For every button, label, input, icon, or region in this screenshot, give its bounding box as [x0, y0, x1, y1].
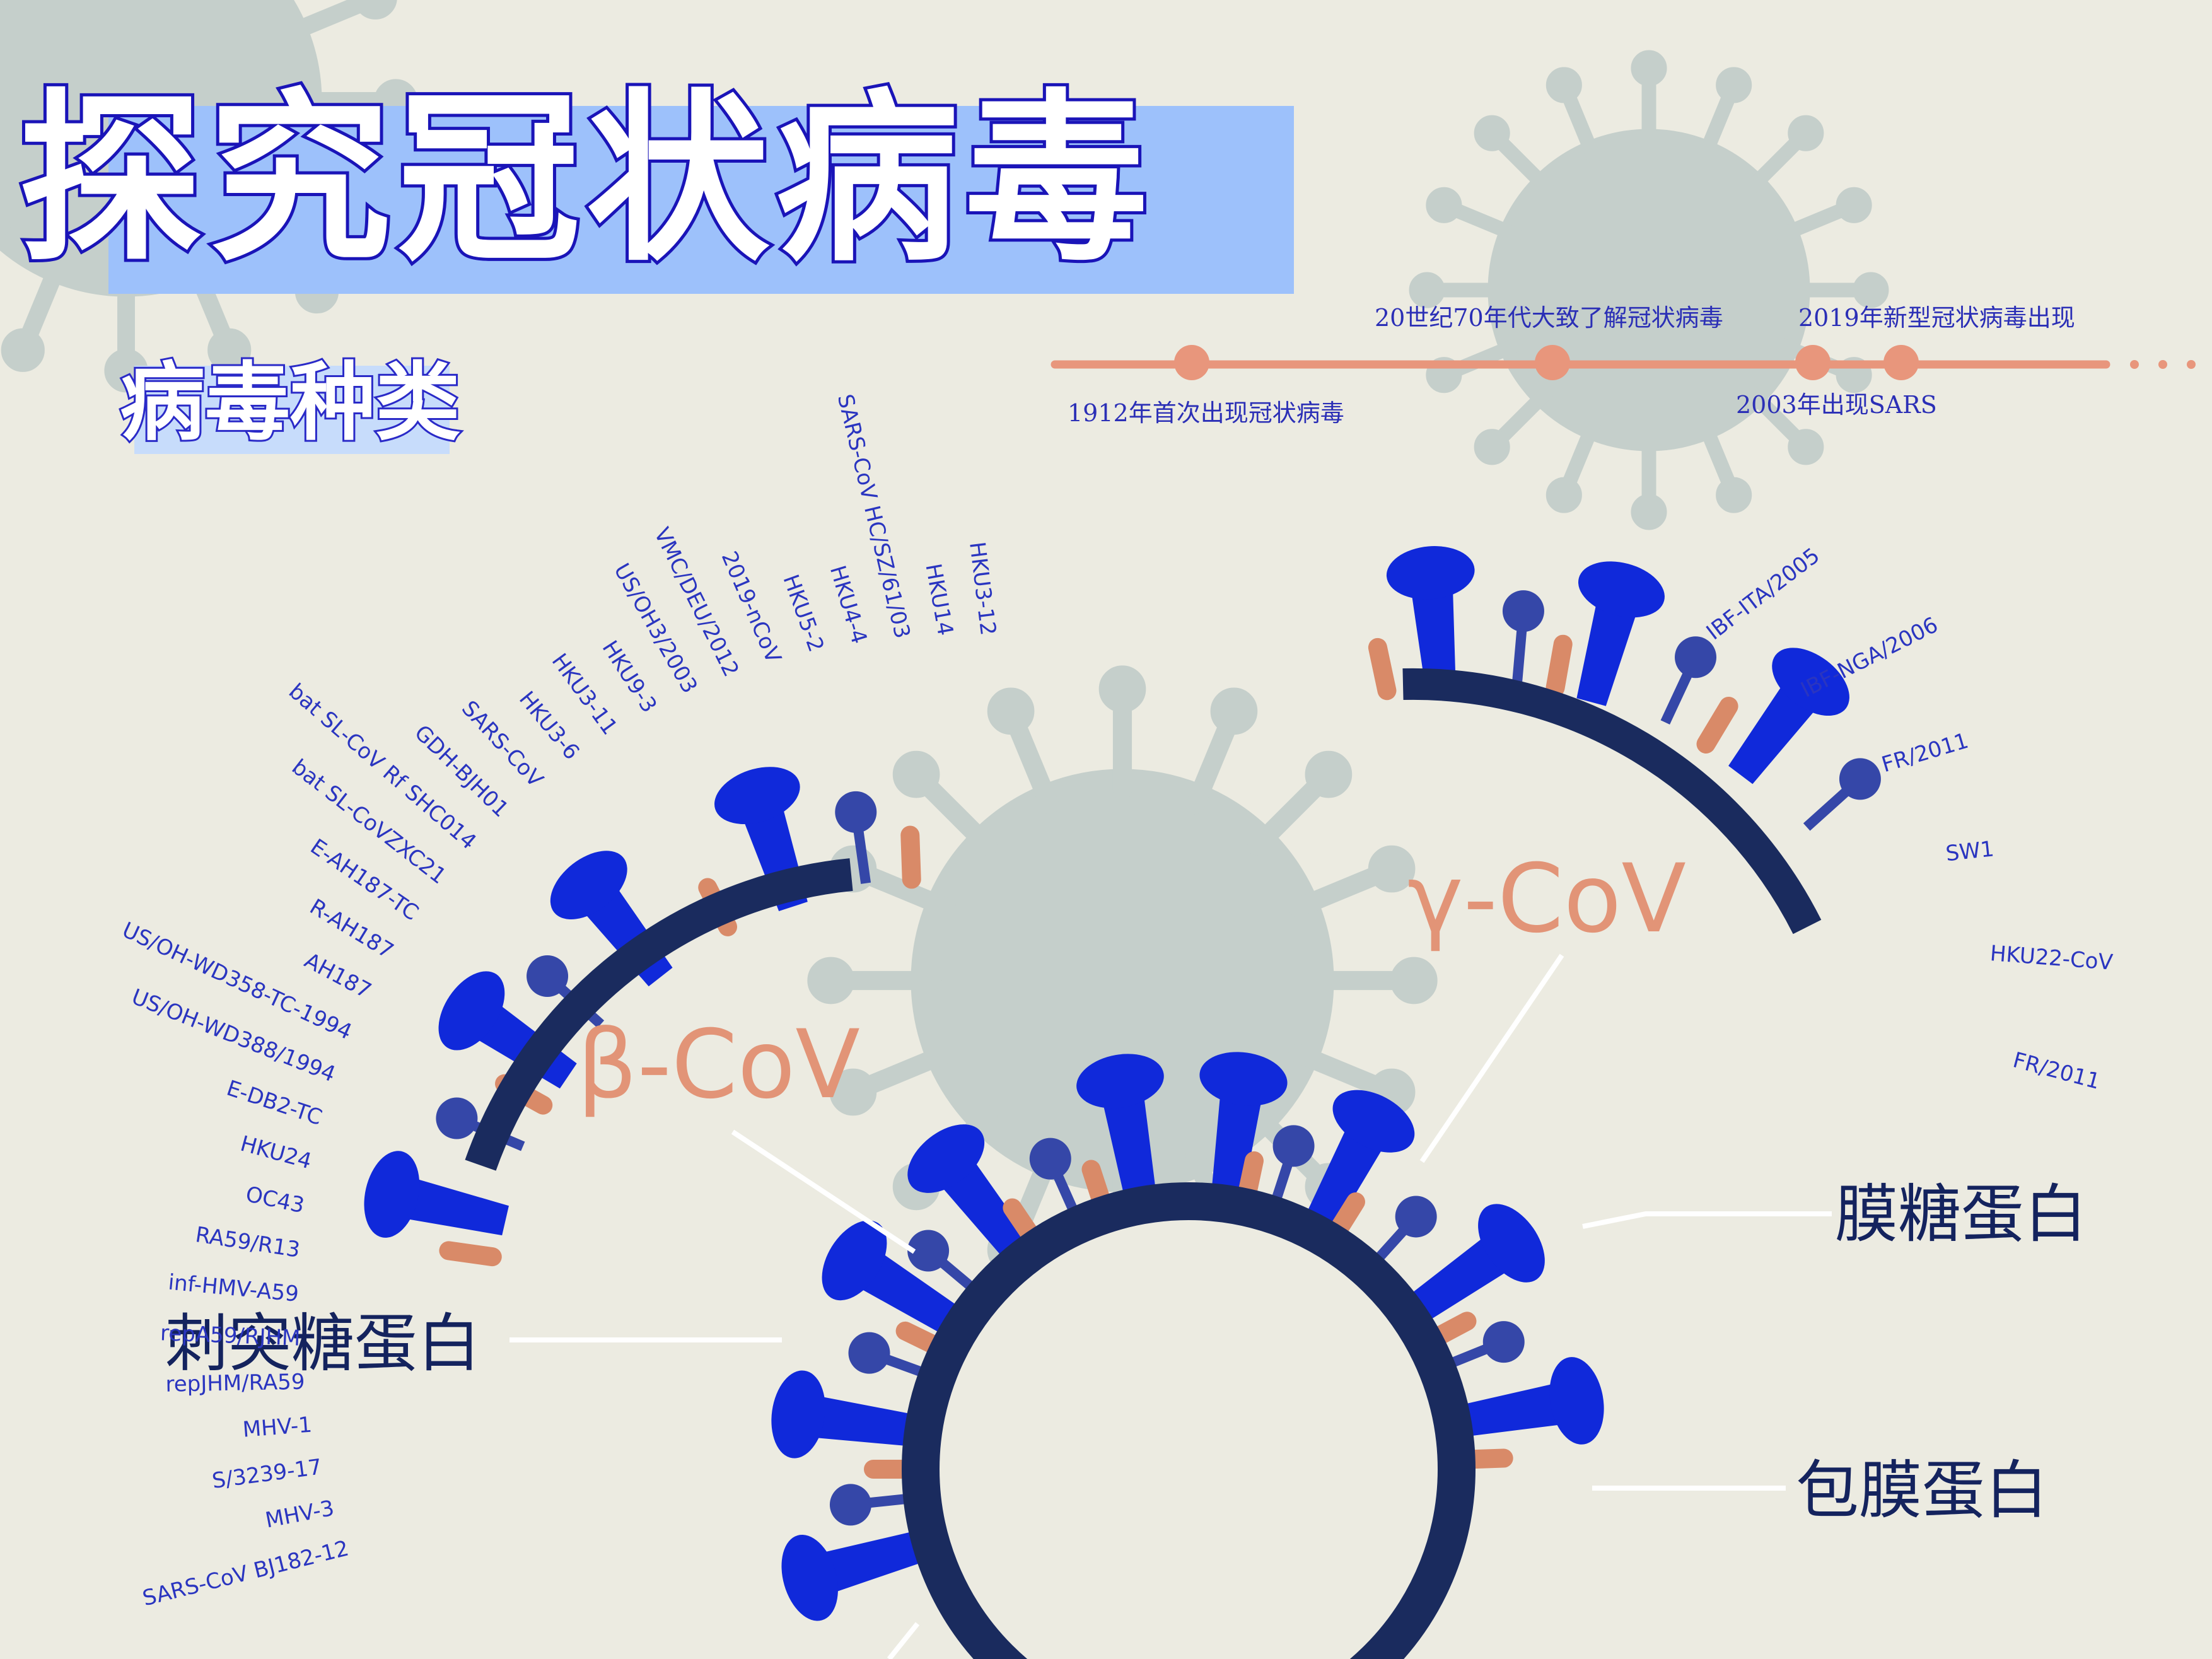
gamma-spike-protein-0-head	[1386, 546, 1475, 600]
beta-membrane-protein-2-head	[436, 1097, 478, 1139]
main-membrane-protein-3-head	[1029, 1138, 1071, 1180]
beta-strain-label: RA59/R13	[194, 1222, 301, 1263]
main-spike-protein-7	[801, 1394, 932, 1448]
beta-strain-label: MHV-1	[242, 1412, 313, 1443]
gamma-membrane-protein-2-head	[1839, 758, 1881, 800]
page-title: 探究冠状病毒	[19, 74, 1154, 286]
gamma-envelope-protein-1	[1545, 634, 1573, 697]
main-membrane-protein-6-head	[829, 1484, 871, 1526]
timeline-dot-2019	[1883, 345, 1919, 380]
gamma-spike-protein-1-head	[1578, 561, 1665, 618]
page-subtitle: 病毒种类	[120, 353, 460, 452]
beta-strain-label: MHV-3	[264, 1496, 337, 1534]
subtitle-highlight-box	[134, 366, 450, 454]
main-spike-protein-3	[1209, 1082, 1264, 1213]
timeline-dot-2003	[1795, 345, 1831, 380]
main-spike-protein-8-head	[781, 1534, 838, 1621]
main-spike-protein-0-head	[1549, 1357, 1604, 1445]
beta-envelope-protein-3	[439, 1241, 502, 1267]
main-spike-protein-7-head	[771, 1370, 825, 1458]
timeline-event-1912: 1912年首次出现冠状病毒	[1068, 399, 1344, 427]
beta-strain-label: repA59/RJHM	[160, 1320, 301, 1351]
timeline-dot-1912	[1174, 345, 1209, 380]
beta-membrane-protein-1-head	[527, 955, 569, 998]
beta-strain-label: E-DB2-TC	[223, 1076, 325, 1131]
leader-lines	[509, 953, 1832, 1659]
main-spike-protein-6-head	[822, 1220, 887, 1301]
gamma-cov-strain-list: IBF-ITA/2005IBF-NGA/2006FR/2011SW1HKU22-…	[1702, 543, 2114, 1095]
main-spike-protein-6	[848, 1245, 975, 1344]
gamma-strain-label: HKU22-CoV	[1989, 941, 2114, 975]
main-spike-protein-4-head	[1076, 1054, 1164, 1109]
beta-strain-label: HKU14	[920, 562, 958, 637]
timeline-event-2003: 2003年出现SARS	[1736, 391, 1937, 419]
gamma-membrane-protein-0-head	[1502, 590, 1544, 632]
beta-strain-label: HKU4-4	[825, 562, 872, 646]
virus-spikes	[364, 546, 1881, 1621]
main-membrane-protein-5-head	[848, 1332, 890, 1374]
main-spike-protein-4	[1100, 1083, 1158, 1214]
main-spike-protein-0	[1443, 1380, 1575, 1439]
beta-spike-protein-3-head	[364, 1151, 420, 1238]
beta-spike-protein-1-head	[550, 851, 627, 919]
timeline: 1912年首次出现冠状病毒 20世纪70年代大致了解冠状病毒 2003年出现SA…	[1051, 304, 2196, 427]
gamma-strain-label: IBF-ITA/2005	[1702, 543, 1825, 645]
gamma-membrane-protein-1-head	[1675, 636, 1717, 678]
beta-strain-label: HKU24	[238, 1131, 315, 1175]
beta-strain-label: S/3239-17	[211, 1454, 323, 1494]
beta-spike-protein-0-head	[714, 767, 800, 825]
main-membrane-protein-2-head	[1272, 1125, 1315, 1167]
gamma-strain-label: FR/2011	[2010, 1047, 2103, 1095]
gamma-spike-protein-2-head	[1772, 648, 1849, 716]
timeline-event-1970: 20世纪70年代大致了解冠状病毒	[1375, 304, 1723, 332]
main-spike-protein-1-head	[1478, 1204, 1545, 1283]
gamma-cov-label: γ-CoV	[1407, 844, 1686, 954]
gamma-cov-capsid-arc	[1402, 668, 1822, 934]
beta-strain-label: HKU5-2	[777, 571, 829, 655]
beta-spike-protein-2-head	[438, 971, 505, 1051]
beta-strain-label: OC43	[243, 1182, 306, 1218]
beta-cov-label: β-CoV	[577, 1010, 860, 1120]
envelope-protein-label: 包膜蛋白	[1796, 1453, 2048, 1527]
membrane-protein-label: 膜糖蛋白	[1835, 1177, 2087, 1251]
timeline-event-2019: 2019年新型冠状病毒出现	[1798, 304, 2075, 332]
gamma-envelope-protein-2	[1696, 696, 1738, 754]
main-membrane-protein-1-head	[1395, 1196, 1437, 1238]
gamma-spike-protein-1	[1576, 590, 1641, 706]
beta-membrane-protein-0-head	[835, 791, 877, 833]
beta-strain-label: AH187	[300, 948, 375, 1004]
beta-strain-label: SARS-CoV BJ182-12	[140, 1535, 351, 1611]
beta-envelope-protein-0	[900, 825, 921, 889]
main-virus-capsid	[902, 1182, 1476, 1659]
beta-cov-capsid-arc	[465, 858, 853, 1171]
main-spike-protein-2-head	[1332, 1090, 1415, 1153]
main-spike-protein-2	[1298, 1117, 1390, 1245]
beta-strain-label: HKU3-12	[964, 540, 1001, 637]
main-membrane-protein-4-head	[907, 1230, 950, 1272]
main-spike-protein-5-head	[907, 1124, 985, 1193]
timeline-dot-1970	[1535, 345, 1570, 380]
beta-strain-label: repJHM/RA59	[165, 1370, 305, 1397]
main-spike-protein-8	[810, 1527, 941, 1597]
gamma-spike-protein-0	[1409, 577, 1456, 690]
shadow-virus-top-right	[1409, 50, 1889, 530]
beta-spike-protein-3	[393, 1175, 509, 1236]
title-highlight-box	[108, 106, 1294, 294]
gamma-strain-label: SW1	[1945, 836, 1996, 866]
gamma-strain-label: FR/2011	[1879, 728, 1972, 777]
gamma-envelope-protein-0	[1368, 637, 1397, 701]
main-spike-protein-3-head	[1199, 1052, 1288, 1106]
beta-strain-label: inf-HMV-A59	[167, 1270, 300, 1307]
spike-protein-label: 刺突糖蛋白	[165, 1307, 480, 1380]
main-membrane-protein-0-head	[1482, 1321, 1525, 1363]
